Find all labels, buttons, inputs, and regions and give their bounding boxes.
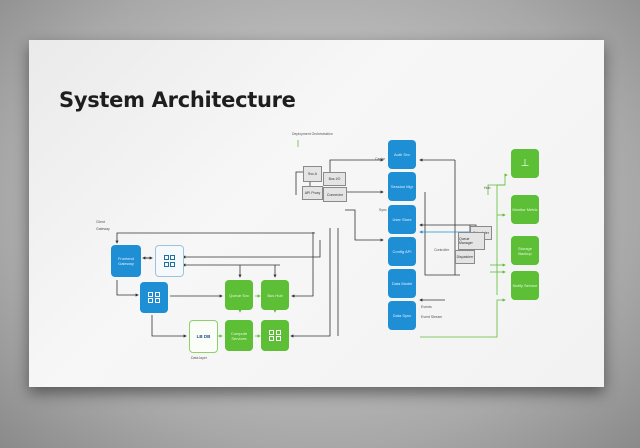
box-label: LB DB [196, 334, 211, 339]
bottom-label: Event Stream [421, 315, 443, 319]
line [290, 228, 331, 338]
slide [29, 40, 604, 387]
queue-manager-box[interactable]: Queue Manager [458, 232, 485, 250]
grid-icon [163, 255, 176, 267]
api-proxy-box[interactable]: API Proxy [302, 186, 323, 200]
controller-label: Controller [434, 248, 450, 252]
frontend-gateway-box[interactable]: Frontend Gateway [111, 245, 141, 277]
box-label: Notify Service [512, 283, 538, 288]
svc-a-box[interactable]: Svc A [303, 166, 322, 182]
config-api-box[interactable]: Config API [388, 237, 416, 266]
line [115, 232, 315, 244]
grid-icon [269, 329, 281, 342]
grid-service-box[interactable] [155, 245, 184, 277]
line [420, 298, 506, 338]
side-label: Events [421, 305, 432, 309]
box-label: User Store [392, 217, 412, 222]
side-label: Hub [484, 186, 491, 190]
slide-title: System Architecture [59, 88, 296, 112]
box-label: Data Model [391, 281, 413, 286]
line [424, 192, 460, 276]
line [496, 184, 505, 295]
blue-grid-box[interactable] [140, 282, 168, 313]
notify-service-box[interactable]: Notify Service [511, 271, 539, 300]
side-label: Sync [379, 208, 387, 212]
box-label: Queue Svc [229, 292, 249, 298]
user-store-box[interactable]: User Store [388, 205, 416, 234]
line [116, 280, 139, 297]
side-label: Gateway [96, 227, 110, 231]
box-label: Frontend Gateway [117, 256, 134, 266]
monitor-metric-box[interactable]: Monitor Metric [511, 195, 539, 224]
box-label: Data Sync [392, 313, 412, 318]
bottom-label: Data layer [191, 356, 207, 360]
line [487, 173, 508, 195]
box-label: Config API [392, 249, 412, 254]
box-label: Auth Svc [393, 152, 410, 157]
line [291, 232, 314, 298]
box-label: Session Mgr [390, 184, 414, 189]
storage-backup-box[interactable]: Storage Backup [511, 236, 539, 265]
lb-db-box[interactable]: LB DB [189, 320, 218, 353]
compute-services-box[interactable]: Compute Services [225, 320, 253, 351]
grid-icon [148, 291, 160, 304]
network-hub-box[interactable]: ⊥ [511, 149, 539, 178]
connector-box[interactable]: Connector [323, 187, 347, 202]
box-label: Storage Backup [517, 245, 532, 256]
box-label: Bus Hub [267, 292, 283, 298]
bus-hub-box[interactable]: Bus Hub [261, 280, 289, 310]
auth-svc-box[interactable]: Auth Svc [388, 140, 416, 169]
line [182, 240, 321, 259]
dispatcher-box[interactable]: Dispatcher [455, 250, 475, 264]
data-sync-box[interactable]: Data Sync [388, 301, 416, 330]
green-grid-box[interactable] [261, 320, 289, 351]
session-mgr-box[interactable]: Session Mgr [388, 172, 416, 201]
line [151, 315, 187, 338]
side-label: Client [96, 220, 105, 224]
queue-svc-box[interactable]: Queue Svc [225, 280, 253, 310]
box-label: Monitor Metric [512, 207, 538, 212]
data-model-box[interactable]: Data Model [388, 269, 416, 298]
orchestration-label: Deployment Orchestration [292, 132, 333, 136]
bus-io-box[interactable]: Bus I/O [323, 172, 346, 186]
network-icon: ⊥ [520, 158, 530, 169]
line [345, 209, 384, 242]
box-label: Compute Services [230, 330, 248, 341]
side-label: Cache [375, 157, 386, 161]
